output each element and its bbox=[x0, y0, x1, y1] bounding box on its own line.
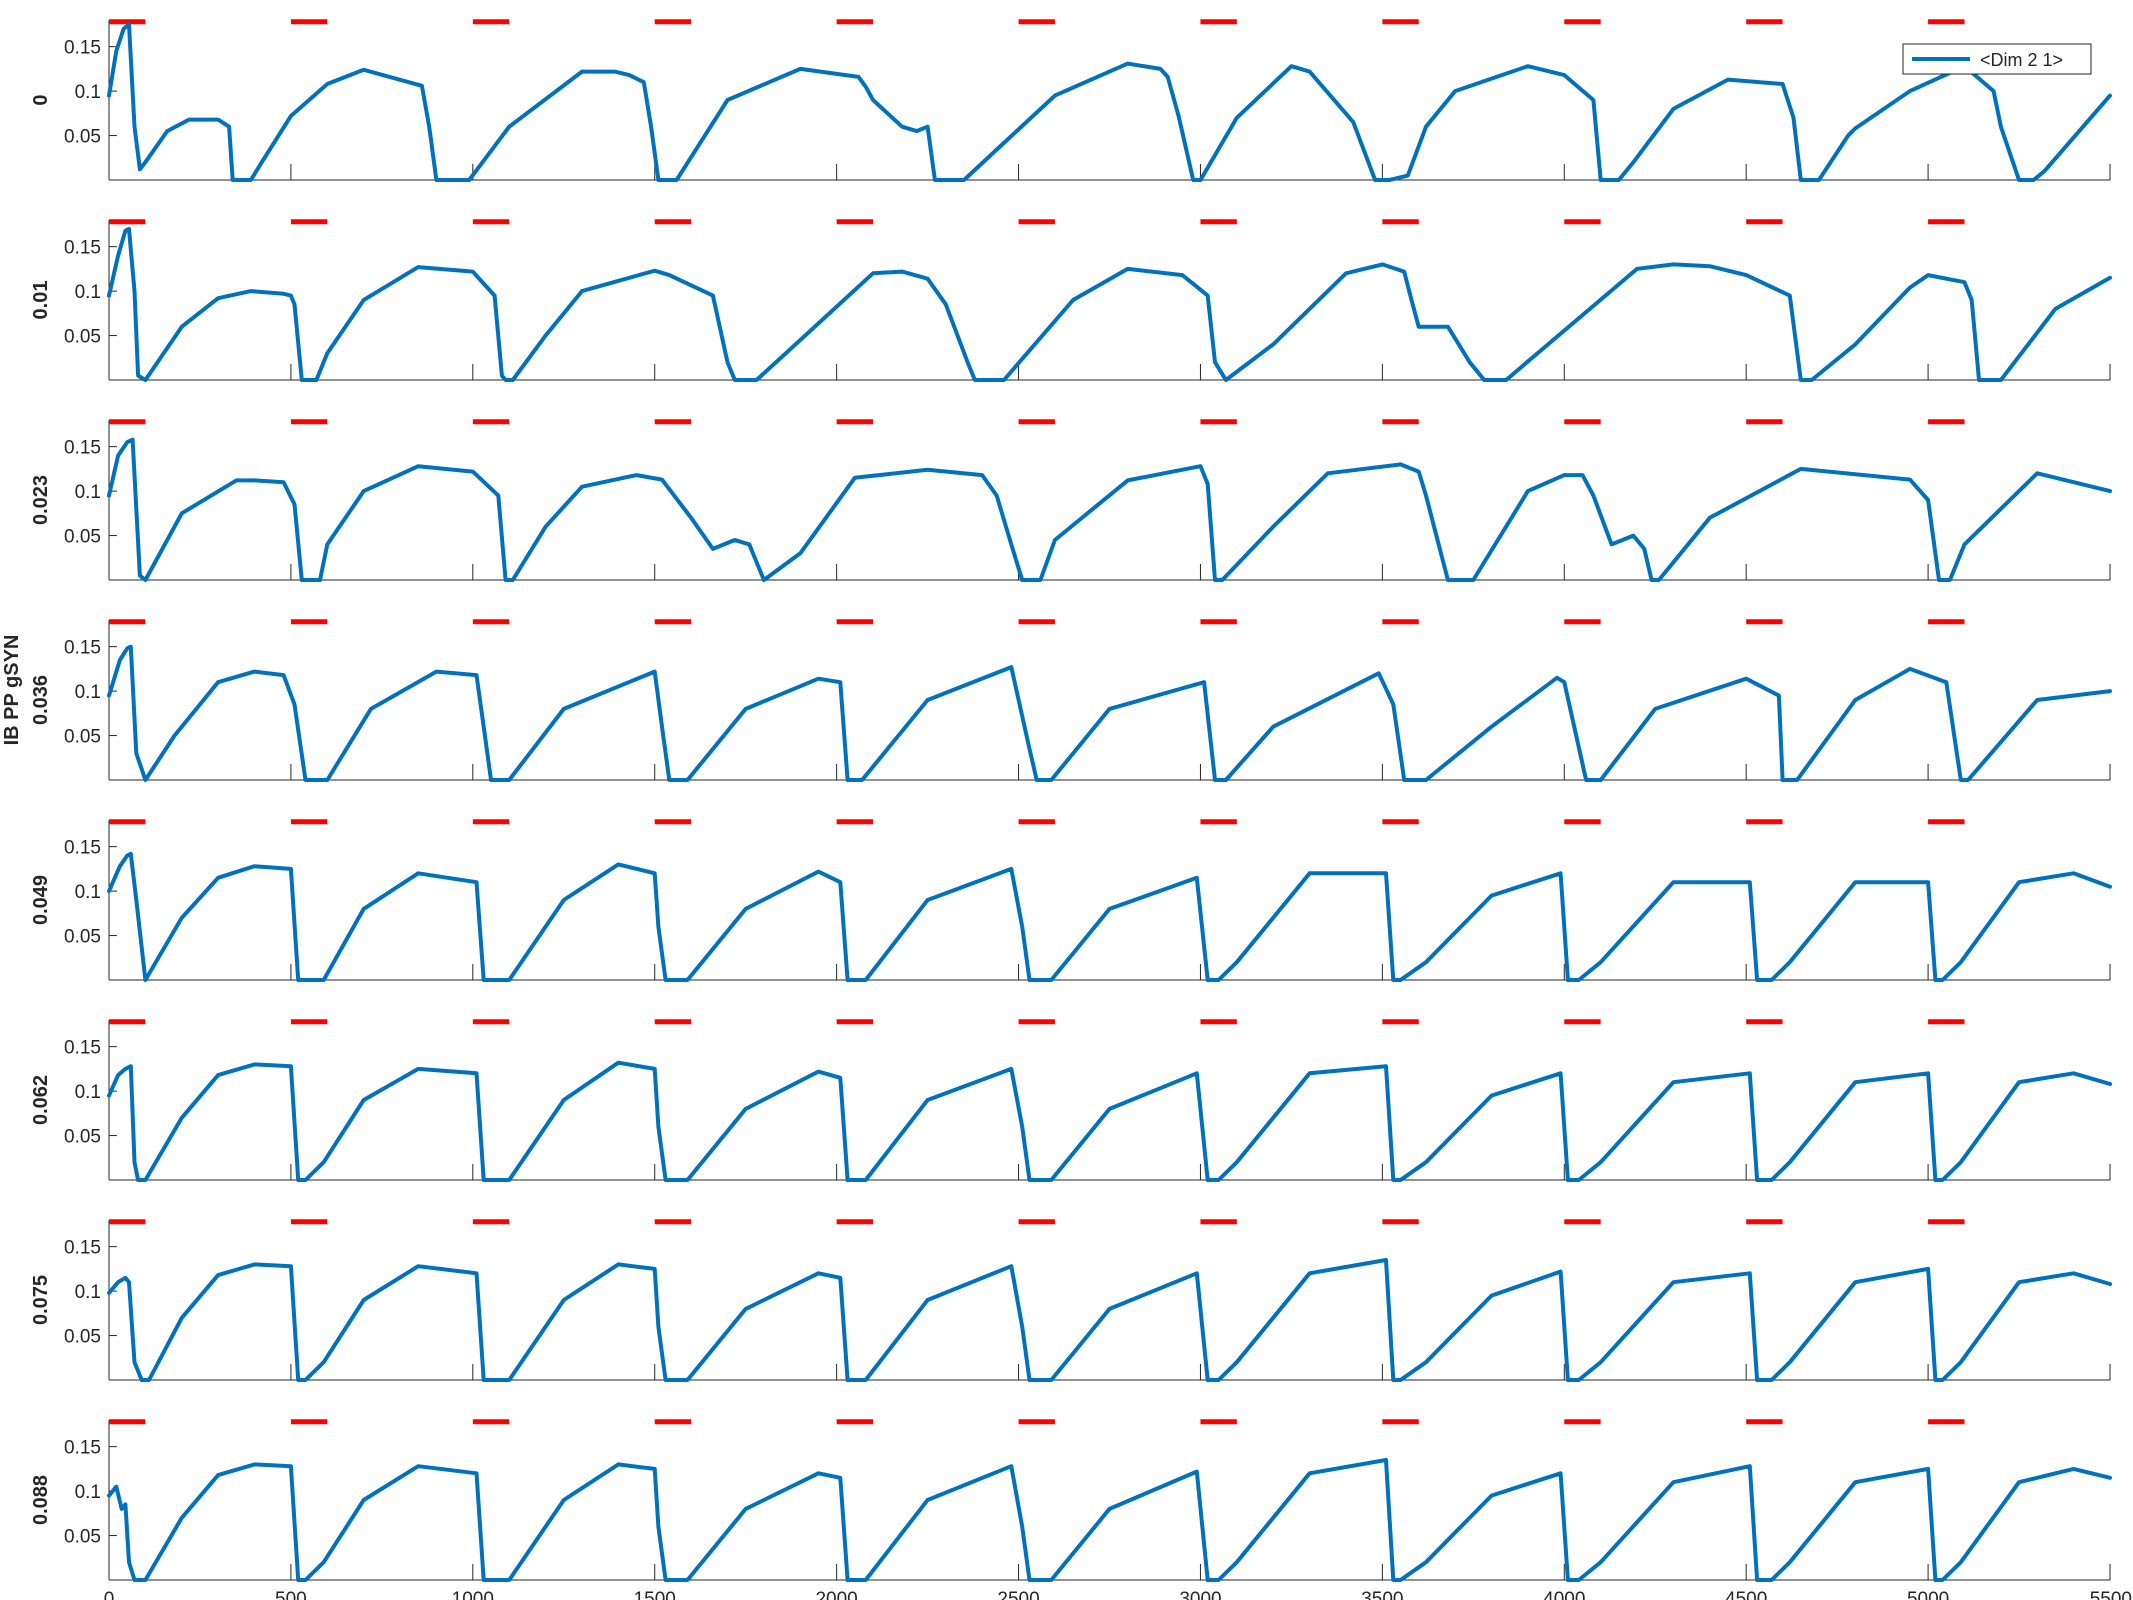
x-tick-label: 3500 bbox=[1361, 1589, 1403, 1600]
panel-1: 0.05 0.1 0.15 0.01 bbox=[30, 219, 2112, 382]
row-label: 0.01 bbox=[30, 281, 52, 320]
row-label: 0.075 bbox=[30, 1275, 52, 1325]
y-tick-label: 0.1 bbox=[75, 282, 101, 303]
panel-5: 0.05 0.1 0.15 0.062 bbox=[30, 1019, 2112, 1182]
x-tick-label: 4500 bbox=[1725, 1589, 1767, 1600]
y-tick-label: 0.15 bbox=[64, 1038, 101, 1059]
x-tick-label: 0 bbox=[104, 1589, 115, 1600]
panel-4: 0.05 0.1 0.15 0.049 bbox=[30, 819, 2112, 982]
legend[interactable]: <Dim 2 1> bbox=[1902, 43, 2092, 75]
y-tick-label: 0.05 bbox=[64, 1527, 101, 1548]
row-label: 0.062 bbox=[30, 1075, 52, 1125]
series-line bbox=[107, 22, 2112, 182]
y-axis-title: IB PP gSYN bbox=[1, 635, 23, 746]
y-tick-label: 0.05 bbox=[64, 327, 101, 348]
y-tick-label: 0.1 bbox=[75, 482, 101, 503]
row-label: 0.036 bbox=[30, 675, 52, 725]
row-label: 0.088 bbox=[30, 1475, 52, 1525]
panels: 0.050.10.1500.050.10.150.010.050.10.150.… bbox=[30, 19, 2112, 1582]
x-tick-label: 5000 bbox=[1907, 1589, 1949, 1600]
y-tick-label: 0.15 bbox=[64, 1238, 101, 1259]
y-tick-label: 0.15 bbox=[64, 638, 101, 659]
x-tick-label: 1000 bbox=[452, 1589, 494, 1600]
series-line bbox=[107, 437, 2112, 582]
y-tick-label: 0.1 bbox=[75, 682, 101, 703]
x-tick-label: 4000 bbox=[1543, 1589, 1585, 1600]
x-tick-label: 500 bbox=[275, 1589, 307, 1600]
series-line bbox=[107, 1060, 2112, 1182]
y-tick-label: 0.15 bbox=[64, 838, 101, 859]
series-line bbox=[107, 226, 2112, 382]
panel-3: 0.05 0.1 0.15 0.036 bbox=[30, 619, 2112, 782]
series-line bbox=[107, 851, 2112, 982]
y-tick-label: 0.1 bbox=[75, 82, 101, 103]
x-tick-label: 5500 bbox=[2090, 1589, 2132, 1600]
x-tick-label: 1500 bbox=[634, 1589, 676, 1600]
y-tick-label: 0.05 bbox=[64, 1327, 101, 1348]
y-tick-label: 0.15 bbox=[64, 1438, 101, 1459]
x-tick-label: 3000 bbox=[1179, 1589, 1221, 1600]
panel-6: 0.05 0.1 0.15 0.075 bbox=[30, 1219, 2112, 1382]
row-label: 0.049 bbox=[30, 875, 52, 925]
panel-2: 0.05 0.1 0.15 0.023 bbox=[30, 419, 2112, 582]
series-line bbox=[107, 644, 2112, 782]
panel-7: 0.05 0.1 0.15 0.088 bbox=[30, 1419, 2112, 1582]
legend-entry: <Dim 2 1> bbox=[1980, 50, 2063, 70]
panel-0: 0.05 0.1 0.15 0 bbox=[30, 19, 2112, 182]
y-tick-label: 0.1 bbox=[75, 1482, 101, 1503]
y-tick-label: 0.05 bbox=[64, 727, 101, 748]
y-tick-label: 0.05 bbox=[64, 527, 101, 548]
y-tick-label: 0.15 bbox=[64, 38, 101, 59]
y-tick-label: 0.1 bbox=[75, 1082, 101, 1103]
y-tick-label: 0.15 bbox=[64, 438, 101, 459]
series-line bbox=[107, 1458, 2112, 1582]
y-tick-label: 0.05 bbox=[64, 927, 101, 948]
x-axis: 0 500 1000 1500 2000 2500 3000 3500 4000 4500 5000… bbox=[104, 1589, 2132, 1600]
y-tick-label: 0.15 bbox=[64, 238, 101, 259]
y-tick-label: 0.05 bbox=[64, 1127, 101, 1148]
series-line bbox=[107, 1258, 2112, 1382]
x-tick-label: 2000 bbox=[815, 1589, 857, 1600]
row-label: 0 bbox=[30, 94, 52, 105]
y-tick-label: 0.1 bbox=[75, 882, 101, 903]
x-tick-label: 2500 bbox=[997, 1589, 1039, 1600]
y-tick-label: 0.1 bbox=[75, 1282, 101, 1303]
row-label: 0.023 bbox=[30, 475, 52, 525]
y-tick-label: 0.05 bbox=[64, 127, 101, 148]
